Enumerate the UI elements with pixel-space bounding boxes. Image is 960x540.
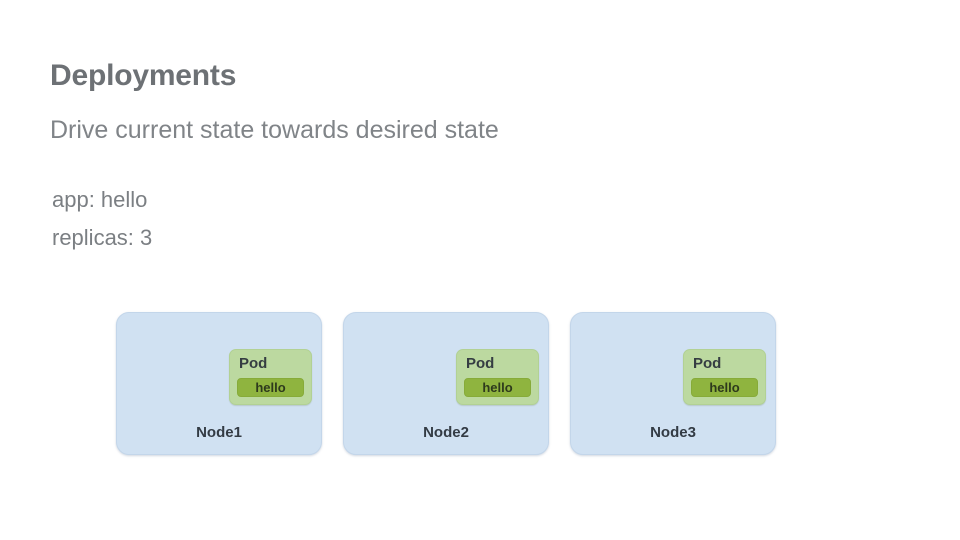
pod-label-2: Pod <box>466 355 495 372</box>
pod-box-2[interactable]: Pod hello <box>456 349 539 405</box>
spec-line-replicas: replicas: 3 <box>52 224 153 250</box>
deployment-spec: app: hello replicas: 3 <box>52 181 152 257</box>
node-label-2: Node2 <box>423 424 469 441</box>
container-label-1: hello <box>255 380 286 395</box>
nodes-row: Pod hello Node1 Pod hello Node2 Pod hell… <box>116 312 776 455</box>
node-label-3: Node3 <box>650 424 696 441</box>
node-box-2[interactable]: Pod hello Node2 <box>343 312 549 455</box>
container-chip-2[interactable]: hello <box>464 378 531 397</box>
pod-label-1: Pod <box>239 355 268 372</box>
page-title: Deployments <box>50 59 237 92</box>
pod-box-1[interactable]: Pod hello <box>229 349 312 405</box>
node-box-1[interactable]: Pod hello Node1 <box>116 312 322 455</box>
spec-line-app: app: hello <box>52 187 148 212</box>
pod-label-3: Pod <box>693 355 722 372</box>
node-box-3[interactable]: Pod hello Node3 <box>570 312 776 455</box>
pod-box-3[interactable]: Pod hello <box>683 349 766 405</box>
container-label-3: hello <box>709 380 740 395</box>
container-label-2: hello <box>482 380 513 395</box>
container-chip-3[interactable]: hello <box>691 378 758 397</box>
container-chip-1[interactable]: hello <box>237 378 304 397</box>
node-label-1: Node1 <box>196 424 242 441</box>
page-subtitle: Drive current state towards desired stat… <box>50 116 499 144</box>
